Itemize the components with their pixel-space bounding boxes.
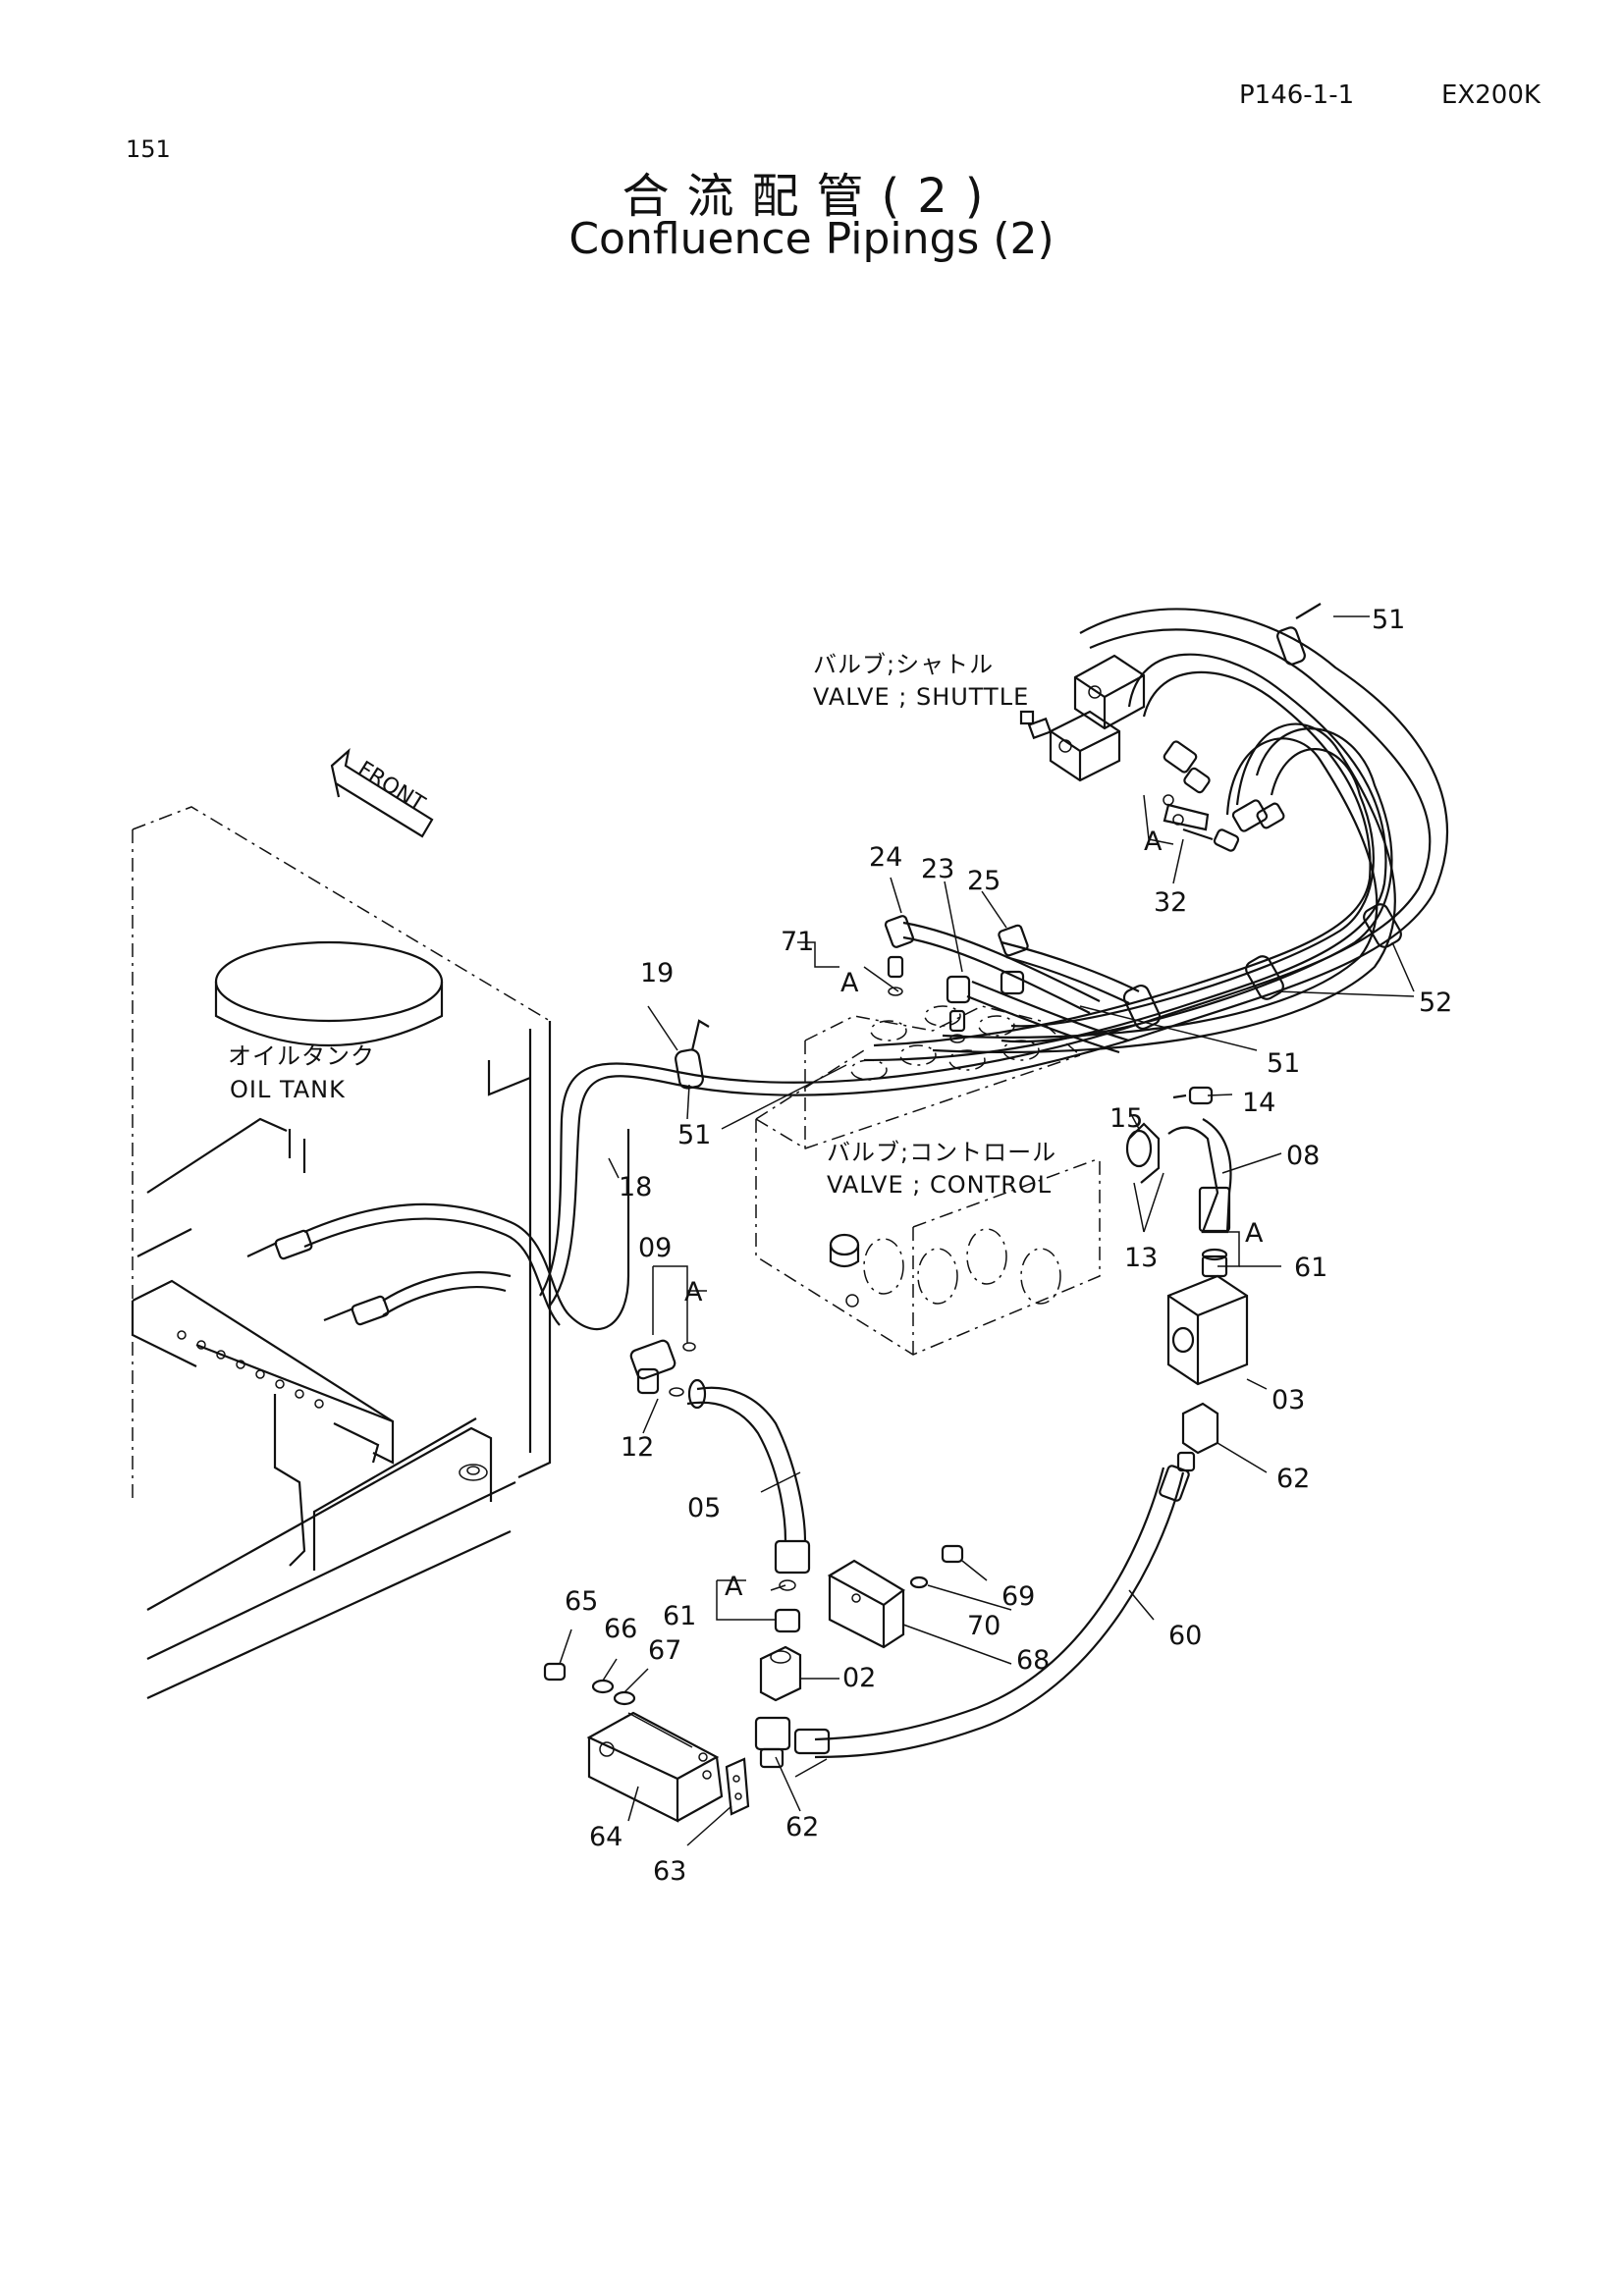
title-japanese: 合流配管(2) (622, 169, 1001, 224)
part-number-68: 68 (1016, 1645, 1050, 1676)
part-number-69: 69 (1001, 1581, 1035, 1612)
part-number-23: 23 (921, 854, 954, 884)
part-number-18: 18 (619, 1172, 652, 1202)
right-fittings (1125, 1086, 1249, 1472)
part-number-61-right: 61 (1294, 1253, 1327, 1283)
ref-a-61-right: A (1245, 1218, 1264, 1249)
page-number: 151 (126, 135, 171, 163)
valve-shuttle-label-jp: バルブ;シャトル (813, 651, 994, 678)
document-code: P146-1-1 (1239, 80, 1355, 110)
part-number-63: 63 (653, 1856, 686, 1887)
part-number-66: 66 (604, 1614, 637, 1644)
title-english: Confluence Pipings (2) (568, 214, 1055, 264)
valve-shuttle-label-en: VALVE ; SHUTTLE (813, 683, 1029, 711)
ref-a-71: A (840, 968, 859, 998)
part-number-24: 24 (869, 842, 902, 873)
front-label: FRONT (353, 757, 429, 817)
part-number-15: 15 (1109, 1103, 1143, 1134)
part-number-61-left: 61 (663, 1601, 696, 1631)
part-number-62-right: 62 (1276, 1464, 1310, 1494)
control-valve (755, 1005, 1101, 1356)
part-number-12: 12 (621, 1432, 654, 1463)
part-number-52: 52 (1419, 988, 1452, 1018)
shuttle-valve (1019, 654, 1285, 852)
model-code: EX200K (1441, 80, 1541, 110)
part-number-14: 14 (1242, 1088, 1275, 1118)
oil-tank (131, 806, 552, 1699)
part-number-70: 70 (967, 1611, 1001, 1641)
valve-top-fittings (884, 915, 1029, 1043)
ref-a-09: A (684, 1277, 703, 1308)
ref-a-shuttle: A (1144, 827, 1163, 857)
part-number-51: 51 (1372, 605, 1405, 635)
part-number-51-mid: 51 (1267, 1048, 1300, 1079)
part-number-25: 25 (967, 866, 1001, 896)
bottom-parts (543, 1544, 964, 1823)
valve-control-label-jp: バルブ;コントロール (827, 1139, 1056, 1166)
part-number-64: 64 (589, 1822, 622, 1852)
part-number-65: 65 (565, 1586, 598, 1617)
hose-60 (793, 1465, 1190, 1759)
part-number-13: 13 (1124, 1243, 1158, 1273)
part-number-08: 08 (1286, 1141, 1320, 1171)
part-number-32: 32 (1154, 887, 1187, 918)
pipe-05 (629, 1339, 811, 1575)
part-number-51-left: 51 (677, 1120, 711, 1150)
part-number-05: 05 (687, 1493, 721, 1523)
valve-control-label-en: VALVE ; CONTROL (827, 1171, 1052, 1199)
part-number-19: 19 (640, 958, 674, 988)
part-number-03: 03 (1271, 1385, 1305, 1415)
part-number-60: 60 (1168, 1621, 1202, 1651)
oil-tank-label-en: OIL TANK (230, 1076, 346, 1103)
oil-tank-label-jp: オイルタンク (228, 1042, 375, 1070)
part-number-02: 02 (842, 1663, 876, 1693)
part-number-09: 09 (638, 1233, 672, 1263)
front-arrow-icon: FRONT (330, 748, 434, 838)
part-number-67: 67 (648, 1635, 681, 1666)
part-number-62-bottom: 62 (785, 1812, 819, 1842)
leader-lines (559, 615, 1415, 1846)
part-number-71: 71 (781, 927, 814, 957)
tank-hoses (246, 1129, 630, 1331)
ref-a-61-left: A (725, 1572, 743, 1602)
